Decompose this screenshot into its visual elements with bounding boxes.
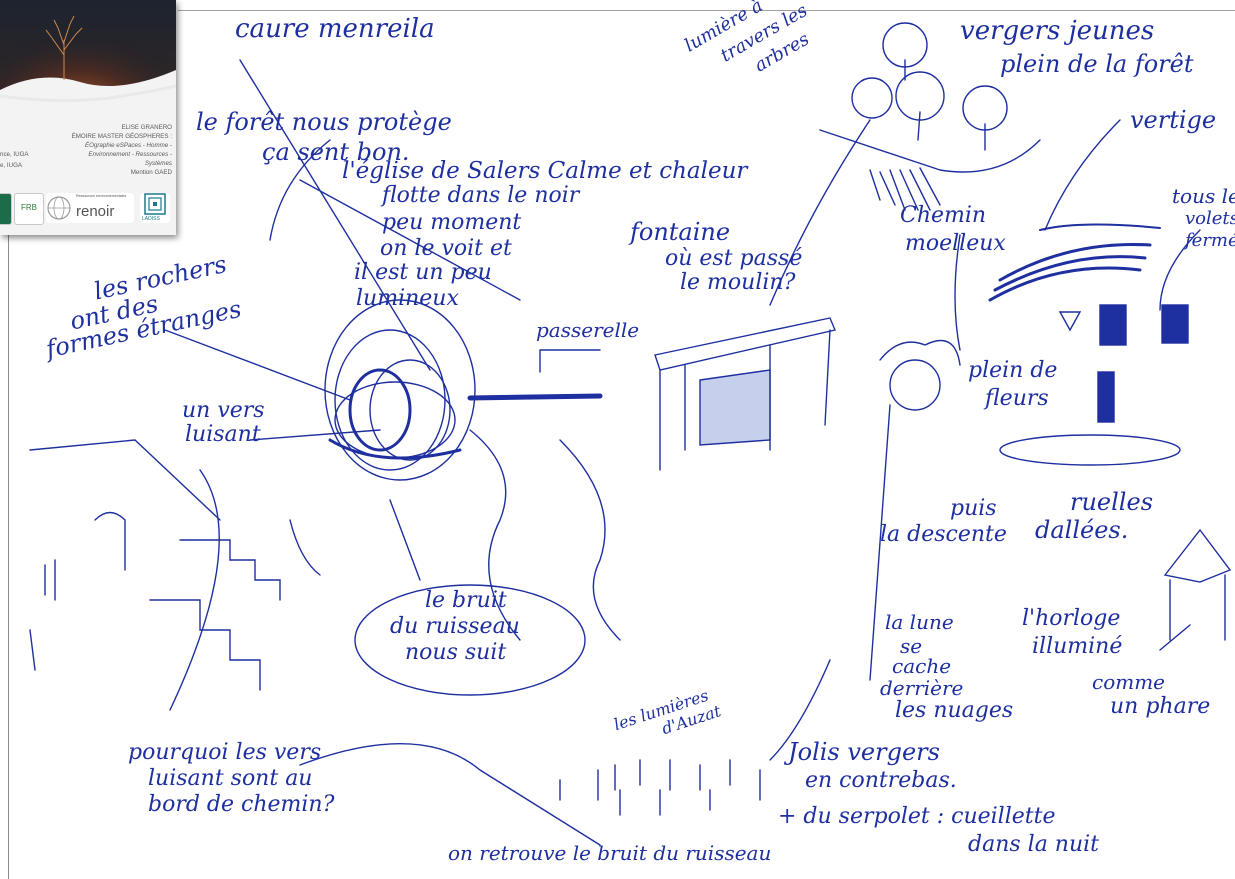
note-pourquoi-2: luisant sont au — [148, 766, 313, 791]
note-fontaine-3: le moulin? — [680, 270, 796, 295]
cover-program-3: Systèmes — [144, 160, 172, 167]
note-horloge-3: comme — [1092, 670, 1166, 694]
note-vertige: vertige — [1130, 106, 1217, 134]
note-on-le-voit: on le voit et — [380, 236, 512, 261]
note-volets-1: tous les — [1172, 184, 1235, 208]
note-top-cut: caure menreila — [235, 14, 435, 44]
sketch-lights-auzat — [559, 759, 761, 816]
sketch-bridge — [467, 393, 603, 401]
note-lune-4: derrière — [880, 676, 964, 700]
note-bruit-1: le bruit — [425, 588, 507, 613]
note-pourquoi-1: pourquoi les vers — [128, 740, 322, 765]
note-lune-1: la lune — [885, 610, 954, 634]
cover-degree: ÉMOIRE MASTER GÉOSPHERES : — [71, 133, 172, 140]
cover-mention: Mention GAED — [130, 169, 172, 176]
sketch-door — [1097, 371, 1115, 423]
note-puis-1: puis — [950, 496, 997, 521]
cover-logos: FRB Ressources environnementales renoir … — [0, 191, 176, 227]
note-fontaine-1: fontaine — [630, 218, 731, 246]
note-lumineux: lumineux — [356, 286, 459, 311]
note-jolis-1: Jolis vergers — [788, 738, 940, 766]
note-fontaine-2: où est passé — [665, 246, 803, 271]
partner-logo-left — [0, 193, 12, 225]
sketch-oval-bruit — [354, 584, 586, 696]
partner-logo-frb: FRB — [14, 193, 44, 225]
note-jolis-2: en contrebas. — [805, 768, 957, 793]
note-serpolet-1: + du serpolet : cueillette — [778, 804, 1056, 829]
note-chemin-2: moelleux — [905, 231, 1006, 256]
sketch-moon — [889, 359, 941, 411]
sketch-roof — [654, 317, 836, 371]
cover-photo-night-tree — [0, 0, 176, 118]
note-ruelles-2: dallées. — [1035, 516, 1129, 544]
partner-logo-renoir: Ressources environnementales renoir — [46, 193, 134, 223]
sketch-steps — [179, 539, 281, 601]
cover-program-2: Environnement - Ressources - — [88, 151, 172, 158]
sketch-slope — [819, 129, 1041, 173]
note-peu-moment: peu moment — [382, 210, 522, 235]
note-vergers-1: vergers jeunes — [960, 16, 1155, 46]
note-sent-bon: ça sent bon. — [262, 138, 410, 166]
sketch-slope-hatch — [869, 167, 941, 211]
cover-program-1: ÉOgraphie eSPaces - Homme - — [84, 142, 172, 149]
note-eglise-2: flotte dans le noir — [382, 183, 580, 208]
note-foret: le forêt nous protège — [196, 108, 452, 136]
cover-left-line-1: nce, IUGA — [0, 151, 29, 158]
note-eglise-1: l'église de Salers Calme et chaleur — [342, 158, 748, 184]
note-passerelle: passerelle — [536, 318, 640, 342]
sketch-clock-tower — [1163, 528, 1232, 641]
note-pourquoi-3: bord de chemin? — [148, 792, 335, 817]
page-frame-left — [8, 0, 9, 879]
note-volets-3: fermés — [1185, 230, 1235, 251]
sketch-lantern — [1058, 311, 1082, 332]
note-ver-2: luisant — [185, 422, 261, 447]
note-horloge-4: un phare — [1110, 694, 1211, 719]
note-lune-2: se — [900, 634, 923, 658]
note-retrouve: on retrouve le bruit du ruisseau — [448, 841, 772, 865]
note-vergers-2: plein de la forêt — [1000, 50, 1194, 78]
note-lune-5: les nuages — [895, 698, 1014, 723]
note-il-est: il est un peu — [354, 260, 492, 285]
note-serpolet-2: dans la nuit — [968, 832, 1100, 857]
note-lune-3: cache — [892, 654, 952, 678]
sketch-house-left — [29, 439, 221, 521]
sketch-tree-trunks — [904, 59, 986, 151]
sketch-tree-3 — [851, 77, 893, 119]
note-horloge-2: illuminé — [1032, 634, 1123, 659]
note-horloge-1: l'horloge — [1022, 606, 1121, 631]
note-puis-2: la descente — [880, 522, 1007, 547]
sketch-shutter-1 — [1099, 304, 1127, 346]
sketch-stream-right — [559, 439, 621, 641]
memoir-cover-thumbnail: ELISE GRANERO ÉMOIRE MASTER GÉOSPHERES :… — [0, 0, 176, 235]
note-bruit-2: du ruisseau — [390, 614, 520, 639]
sketch-posts — [659, 329, 831, 471]
page-frame-top — [178, 10, 1235, 11]
note-bruit-3: nous suit — [405, 640, 507, 665]
note-plein-2: fleurs — [985, 386, 1049, 411]
note-ruelles-1: ruelles — [1070, 488, 1154, 516]
note-chemin-1: Chemin — [900, 203, 987, 228]
note-volets-2: volets — [1185, 208, 1235, 229]
partner-logo-labs: LADISS — [140, 193, 170, 223]
labs-emblem-icon — [144, 193, 166, 215]
sketch-chemin-hatch — [988, 242, 1152, 302]
note-ver-1: un vers — [182, 398, 265, 423]
note-plein-1: plein de — [968, 358, 1058, 383]
sketch-shutter-2 — [1161, 304, 1189, 344]
cover-left-line-2: e, IUGA — [0, 162, 23, 169]
globe-icon — [47, 196, 71, 220]
cover-author: ELISE GRANERO — [121, 124, 172, 131]
sketch-stream-left — [469, 429, 521, 641]
